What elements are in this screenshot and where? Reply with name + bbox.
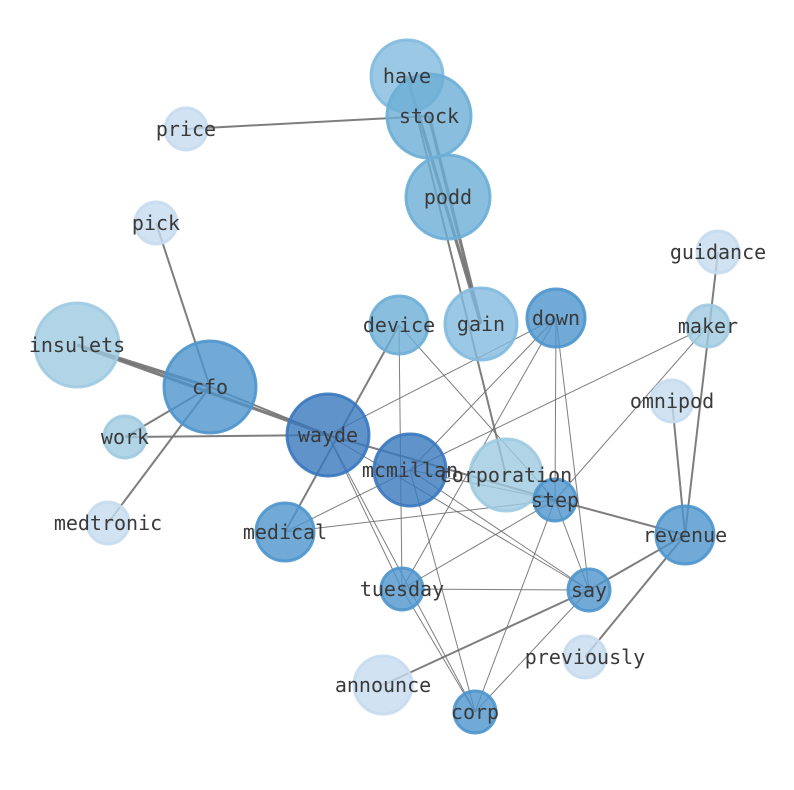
node-label-revenue: revenue <box>643 523 727 547</box>
node-label-podd: podd <box>424 185 472 209</box>
node-label-price: price <box>156 117 216 141</box>
node-device[interactable] <box>368 294 430 356</box>
node-label-stock: stock <box>399 104 459 128</box>
edge-step-tuesday <box>401 499 556 590</box>
node-announce[interactable] <box>352 654 414 716</box>
edge-say-announce <box>382 589 590 686</box>
node-label-maker: maker <box>678 314 738 338</box>
node-price[interactable] <box>163 106 209 152</box>
node-label-pick: pick <box>132 211 180 235</box>
node-previously[interactable] <box>562 634 608 680</box>
node-guidance[interactable] <box>695 229 741 275</box>
node-down[interactable] <box>525 287 587 349</box>
node-wayde[interactable] <box>285 392 371 478</box>
node-label-gain: gain <box>457 312 505 336</box>
node-label-previously: previously <box>525 645 645 669</box>
node-label-corporation: corporation <box>440 463 572 487</box>
node-label-have: have <box>383 64 431 88</box>
node-tuesday[interactable] <box>379 566 425 612</box>
node-medtronic[interactable] <box>85 500 131 546</box>
node-label-device: device <box>363 313 435 337</box>
node-medical[interactable] <box>254 501 316 563</box>
edge-tuesday-say <box>401 588 590 591</box>
node-label-medtronic: medtronic <box>54 511 162 535</box>
node-cfo[interactable] <box>162 339 258 435</box>
edge-step-corp <box>474 499 556 713</box>
node-label-insulets: insulets <box>29 333 125 357</box>
edge-wayde-say <box>327 434 590 591</box>
node-corporation[interactable] <box>468 437 544 513</box>
node-maker[interactable] <box>685 303 731 349</box>
node-label-work: work <box>101 425 149 449</box>
node-step[interactable] <box>532 477 578 523</box>
edge-down-say <box>555 317 590 591</box>
node-mcmillan[interactable] <box>372 432 448 508</box>
node-label-tuesday: tuesday <box>360 577 444 601</box>
node-say[interactable] <box>566 567 612 613</box>
label-layer: have stock price podd pick guidance insulets de… <box>29 64 766 724</box>
edge-wayde-down <box>327 317 557 436</box>
edge-say-corp <box>474 589 590 713</box>
node-gain[interactable] <box>443 286 519 362</box>
node-insulets[interactable] <box>33 301 121 389</box>
edge-guidance-revenue <box>684 251 719 536</box>
node-label-omnipod: omnipod <box>630 389 714 413</box>
node-label-mcmillan: mcmillan <box>362 458 458 482</box>
node-label-announce: announce <box>335 673 431 697</box>
node-label-wayde: wayde <box>298 423 358 447</box>
node-label-cfo: cfo <box>192 375 228 399</box>
node-omnipod[interactable] <box>649 378 695 424</box>
node-label-say: say <box>571 578 607 602</box>
node-label-down: down <box>532 306 580 330</box>
edge-maker-step <box>554 325 709 501</box>
node-corp[interactable] <box>452 689 498 735</box>
edge-mcmillan-corp <box>409 469 476 713</box>
node-podd[interactable] <box>404 153 492 241</box>
node-label-corp: corp <box>451 700 499 724</box>
node-layer <box>33 38 741 735</box>
edge-maker-mcmillan <box>409 325 709 471</box>
node-label-medical: medical <box>243 520 327 544</box>
node-revenue[interactable] <box>654 504 716 566</box>
node-label-step: step <box>531 488 579 512</box>
node-label-guidance: guidance <box>670 240 766 264</box>
edge-tuesday-corp <box>401 588 476 713</box>
node-pick[interactable] <box>133 200 179 246</box>
node-work[interactable] <box>102 414 148 460</box>
